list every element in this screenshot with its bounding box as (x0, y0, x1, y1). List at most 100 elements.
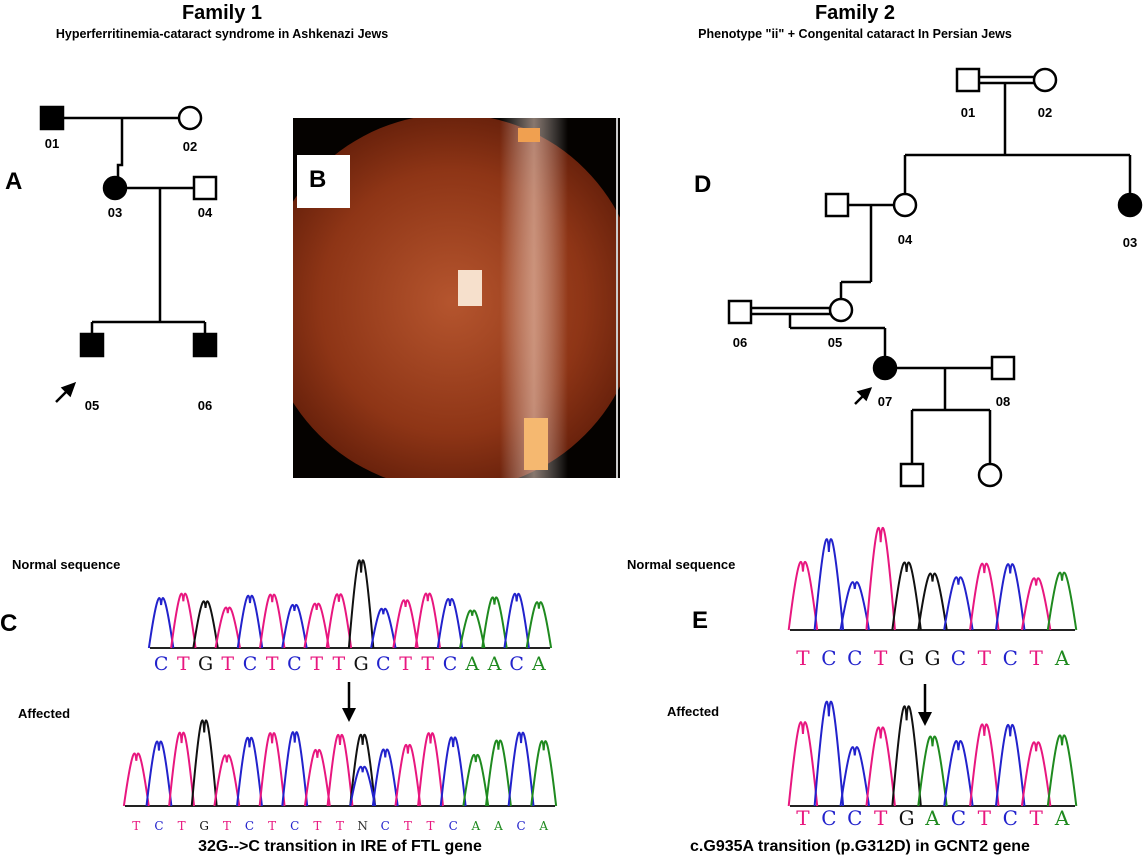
male-child (899, 462, 925, 488)
lens-photo (293, 118, 620, 478)
affected-chromatogram-c-peak (349, 765, 377, 807)
affected-chromatogram-e-base: T (1029, 806, 1043, 830)
normal-chromatogram-c-base: C (443, 653, 458, 675)
affected-chromatogram-c-peak (530, 740, 558, 807)
affected-chromatogram-c-peak (484, 739, 512, 807)
affected-chromatogram-c-peak (371, 748, 399, 807)
normal-chromatogram-c-base: T (310, 653, 323, 675)
affected-chromatogram-c-base: C (245, 819, 254, 833)
affected-chromatogram-c-base: T (178, 819, 186, 833)
normal-chromatogram-c-peak (214, 606, 241, 649)
normal-chromatogram-c-base: T (221, 653, 234, 675)
id-label: 02 (183, 139, 197, 154)
affected-chromatogram-c-peak (236, 736, 263, 807)
affected-chromatogram-c-base: T (404, 819, 412, 833)
id-label: 01 (45, 136, 59, 151)
normal-chromatogram-e-base: T (978, 646, 992, 670)
normal-sequence-label-e: Normal sequence (627, 557, 736, 572)
affected-chromatogram-e-base: T (874, 806, 888, 830)
affected-chromatogram-c-base: N (357, 819, 368, 833)
affected-chromatogram-e-base: C (951, 806, 966, 830)
affected-chromatogram-c-base: A (493, 819, 503, 833)
normal-chromatogram-c-peak (347, 559, 375, 649)
normal-chromatogram-c-peak (414, 592, 441, 649)
affected-chromatogram-e-peak (994, 724, 1026, 807)
affected-chromatogram-e-peak (917, 735, 948, 807)
normal-chromatogram-e-base: C (951, 646, 966, 670)
affected-chromatogram-e-peak (891, 705, 922, 807)
affected-chromatogram-c-base: C (516, 819, 525, 833)
affected-male-05 (79, 332, 105, 358)
normal-chromatogram-c-base: C (376, 653, 391, 675)
affected-female-03 (1117, 192, 1143, 218)
normal-chromatogram-c-base: T (399, 653, 412, 675)
affected-chromatogram-c-base: C (154, 819, 163, 833)
normal-chromatogram-e-base: C (1003, 646, 1018, 670)
normal-chromatogram-c-base: A (531, 653, 546, 675)
affected-chromatogram-e-peak (943, 740, 974, 807)
normal-chromatogram-c-base: C (154, 653, 169, 675)
affected-chromatogram-c-base: T (223, 819, 231, 833)
panel-label-b: B (309, 166, 327, 193)
normal-chromatogram-e-peak (969, 562, 1000, 631)
female-04 (892, 192, 918, 218)
affected-chromatogram-e-peak (813, 700, 845, 807)
normal-chromatogram-c-peak (392, 599, 419, 649)
affected-chromatogram-e-peak (1020, 741, 1052, 807)
panel-label-e: E (692, 607, 709, 634)
normal-chromatogram-e-peak (943, 576, 974, 631)
id-label: 04 (898, 232, 913, 247)
normal-chromatogram-c-peak (259, 593, 286, 649)
affected-chromatogram-c-base: A (538, 819, 548, 833)
id-label: 05 (85, 398, 99, 413)
id-label: 02 (1038, 105, 1052, 120)
affected-chromatogram-c-base: C (381, 819, 390, 833)
affected-chromatogram-c-peak (349, 733, 377, 807)
male-06 (727, 299, 753, 325)
affected-chromatogram-c-peak (439, 736, 467, 807)
id-label: 06 (198, 398, 212, 413)
normal-chromatogram-c-peak (481, 596, 508, 649)
affected-chromatogram-c-peak (258, 732, 286, 807)
affected-chromatogram-e-peak (839, 746, 871, 807)
female-02 (1032, 67, 1058, 93)
affected-chromatogram-c-base: T (132, 819, 140, 833)
normal-chromatogram-c-base: A (487, 653, 502, 675)
affected-chromatogram-c-base: T (336, 819, 344, 833)
normal-chromatogram-e-base: G (925, 646, 941, 670)
affected-chromatogram-e-base: T (796, 806, 810, 830)
normal-chromatogram-c-peak (281, 604, 308, 649)
affected-chromatogram-e-peak (1046, 734, 1078, 807)
affected-chromatogram-c-peak (303, 749, 331, 807)
affected-chromatogram-c-base: C (290, 819, 299, 833)
affected-chromatogram-c-peak (507, 731, 535, 807)
female-05 (828, 297, 854, 323)
normal-chromatogram-e-peak (1020, 577, 1052, 631)
male-08 (990, 355, 1016, 381)
normal-sequence-label-c: Normal sequence (12, 557, 121, 572)
affected-chromatogram-e-base: C (1003, 806, 1018, 830)
id-label: 04 (198, 205, 213, 220)
affected-chromatogram-e-base: C (821, 806, 836, 830)
family2-subtitle: Phenotype "ii" + Congenital cataract In … (698, 27, 1012, 41)
affected-chromatogram-e-peak (865, 726, 896, 807)
normal-chromatogram-e-base: A (1054, 646, 1070, 670)
normal-chromatogram-e-peak (787, 560, 819, 631)
panel-label-a: A (5, 168, 23, 195)
normal-chromatogram-e-base: C (821, 646, 836, 670)
affected-chromatogram-e-base: A (1054, 806, 1070, 830)
affected-chromatogram-e-base: A (924, 806, 940, 830)
normal-chromatogram-c-peak (170, 592, 197, 649)
affected-chromatogram-c-peak (394, 743, 422, 807)
affected-chromatogram-c-base: G (199, 819, 209, 833)
pedigree-d (727, 67, 1143, 488)
affected-female-07 (872, 355, 898, 381)
normal-chromatogram-e-base: T (1029, 646, 1043, 670)
affected-chromatogram-c-peak (462, 754, 490, 807)
affected-male-01 (39, 105, 65, 131)
normal-chromatogram-e-peak (1046, 571, 1078, 631)
normal-chromatogram-c-peak (503, 592, 530, 649)
family1-title: Family 1 (181, 2, 263, 24)
affected-chromatogram-e-peak (969, 723, 1000, 807)
